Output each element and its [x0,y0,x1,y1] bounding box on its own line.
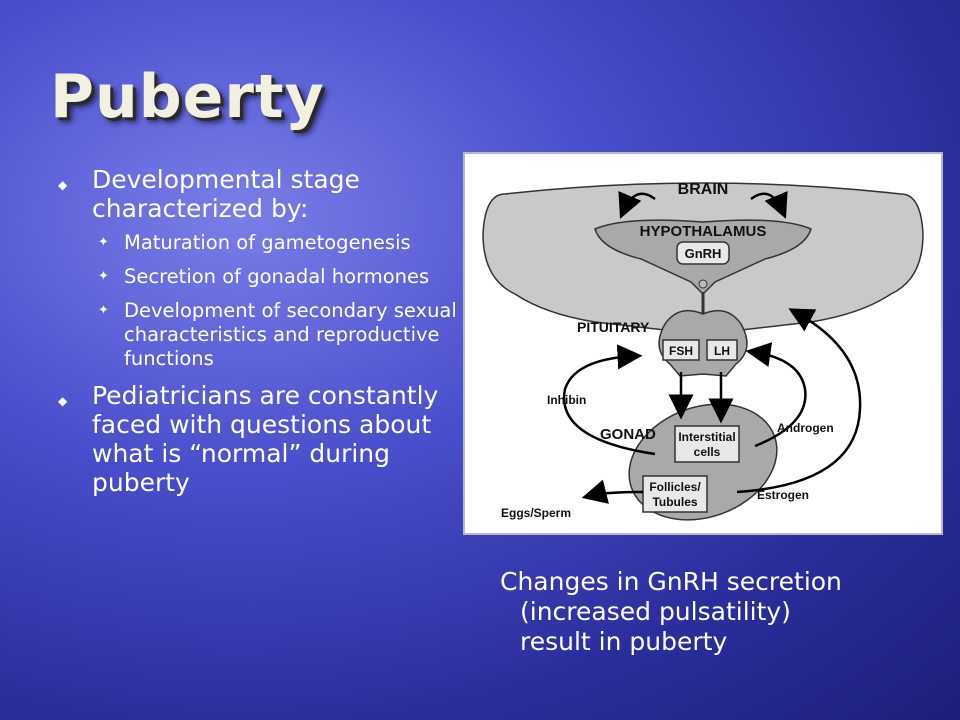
bullet-text: Pediatricians are constantly faced with … [92,381,439,497]
androgen-label: Androgen [777,421,834,435]
follicles-label-2: Tubules [652,495,697,509]
diagram-caption: Changes in GnRH secretion (increased pul… [500,567,920,657]
caption-line-3: result in puberty [520,627,728,656]
fsh-box [662,339,700,361]
bullet-developmental-stage: ◆ Developmental stage characterized by: [58,165,458,223]
bullet-text: Developmental stage characterized by: [92,165,360,223]
brain-hypothalamus-arrow-right [750,190,788,219]
hpg-axis-diagram: BRAIN HYPOTHALAMUS GnRH PITUITARY FSH LH… [463,152,943,535]
androgen-arrow [745,342,807,448]
gonad-label: GONAD [600,426,656,443]
gnrh-box [676,241,730,265]
estrogen-label: Estrogen [757,488,809,502]
interstitial-label-2: cells [694,445,721,459]
fsh-label: FSH [669,344,693,358]
sub-bullet-secondary-characteristics: ✦ Development of secondary sexual charac… [58,299,458,371]
inhibin-label: Inhibin [547,393,586,407]
star-bullet-icon: ✦ [98,269,109,284]
brain-hypothalamus-arrow-left [618,190,656,219]
lh-label: LH [714,344,730,358]
follicles-box [642,475,708,513]
star-bullet-icon: ✦ [98,235,109,250]
lh-box [706,339,738,361]
estrogen-arrow [736,308,862,494]
brain-label: BRAIN [678,181,729,198]
bullet-list: ◆ Developmental stage characterized by: … [58,165,458,505]
gnrh-label: GnRH [685,246,722,261]
hpg-axis-svg: BRAIN HYPOTHALAMUS GnRH PITUITARY FSH LH… [482,181,924,521]
pituitary-label: PITUITARY [577,319,650,335]
sub-bullet-gonadal-hormones: ✦ Secretion of gonadal hormones [58,265,458,289]
diamond-bullet-icon: ◆ [58,394,68,408]
interstitial-box [674,425,740,463]
stalk-node [698,279,708,289]
sub-bullet-text: Maturation of gametogenesis [124,231,411,254]
caption-line-2: (increased pulsatility) [520,597,791,626]
eggs-sperm-arrow [581,479,644,504]
sub-bullet-text: Secretion of gonadal hormones [124,265,430,288]
sub-bullet-gametogenesis: ✦ Maturation of gametogenesis [58,231,458,255]
bullet-pediatricians: ◆ Pediatricians are constantly faced wit… [58,381,458,497]
slide-title: Puberty [50,62,325,132]
sub-bullet-text: Development of secondary sexual characte… [124,299,457,370]
diamond-bullet-icon: ◆ [58,178,68,192]
star-bullet-icon: ✦ [98,303,109,318]
caption-line-1: Changes in GnRH secretion [500,567,842,596]
inhibin-arrow [562,344,656,456]
eggs-sperm-label: Eggs/Sperm [501,506,571,520]
hypothalamus-label: HYPOTHALAMUS [640,223,767,240]
interstitial-label-1: Interstitial [678,430,735,444]
follicles-label-1: Follicles/ [649,480,701,494]
